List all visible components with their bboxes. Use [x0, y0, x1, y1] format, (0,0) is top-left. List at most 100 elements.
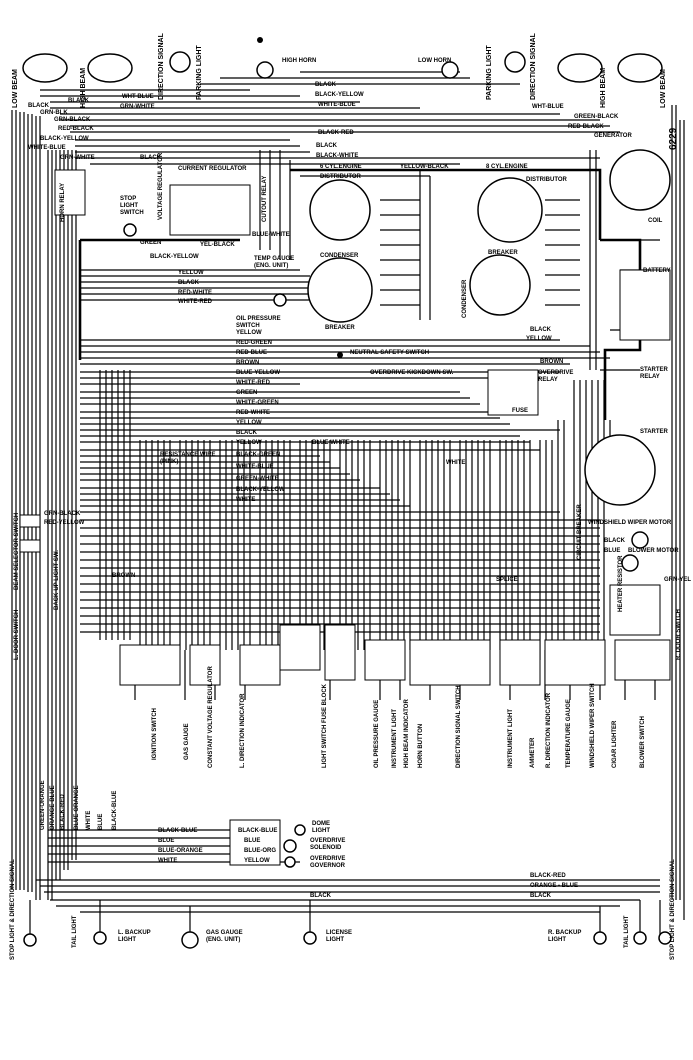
label-neutral-safety-switch: NEUTRAL SAFETY SWITCH — [350, 350, 430, 356]
label-stop-light-left: STOP LIGHT & DIRECTION SIGNAL — [10, 859, 16, 960]
label-direction-signal-right: DIRECTION SIGNAL — [530, 33, 537, 100]
wire-label: WHITE — [446, 460, 466, 466]
label-ignition-switch: IGNITION SWITCH — [152, 708, 158, 760]
wire-label: BLACK-WHITE — [316, 153, 359, 159]
wire-label: GREEN — [140, 240, 162, 246]
wire-label: RED-WHITE — [236, 410, 270, 416]
wire-label: GREEN-ORANGE — [40, 780, 46, 830]
label-dome-light: DOME LIGHT — [312, 821, 330, 834]
wire-label: GRN-BLK — [40, 110, 68, 116]
wire-label: GREEN-WHITE — [236, 476, 279, 482]
label-r-door-switch: R. DOOR SWITCH — [676, 609, 682, 660]
wire-label: GRN-WHITE — [120, 104, 155, 110]
wire-label: RED-BLACK — [568, 124, 604, 130]
diagram-code: 6229 — [668, 127, 679, 150]
wire-label: YEL-BLACK — [200, 242, 235, 248]
wire-label: BLACK-YELLOW — [315, 92, 364, 98]
label-overdrive-governor: OVERDRIVE GOVERNOR — [310, 856, 346, 869]
wire-label: BLUE — [98, 813, 104, 830]
wire-label: BLACK — [178, 280, 199, 286]
label-blower-motor: BLOWER MOTOR — [628, 548, 679, 554]
wire-label: BLACK — [315, 82, 336, 88]
wire-label: BLACK — [236, 430, 257, 436]
label-l-direction-indicator: L. DIRECTION INDICATOR — [240, 693, 246, 768]
wire-label: WHITE-BLUE — [28, 145, 66, 151]
wire-label: WHT-BLUE — [122, 94, 154, 100]
label-tail-light-left: TAIL LIGHT — [72, 915, 78, 948]
wire-label: ORANGE-BLUE — [50, 785, 56, 830]
label-low-beam-right: LOW BEAM — [660, 69, 667, 108]
wire-label: GRN-WHITE — [60, 155, 95, 161]
label-oil-pressure-gauge: OIL PRESSURE GAUGE — [374, 699, 380, 768]
wire-label: YELLOW — [244, 858, 270, 864]
wire-label: BLACK-YELLOW — [150, 254, 199, 260]
wire-label: BLACK-YELLOW — [40, 136, 89, 142]
label-fuse: FUSE — [512, 408, 529, 414]
wire-label: YELLOW — [236, 420, 262, 426]
wire-label: BLACK — [316, 143, 337, 149]
label-horn-button: HORN BUTTON — [418, 723, 424, 768]
label-oil-pressure-switch: OIL PRESSURE SWITCH — [236, 316, 281, 329]
label-condenser-6: CONDENSER — [320, 253, 359, 259]
label-condenser-8: CONDENSER — [462, 279, 468, 318]
label-high-horn: HIGH HORN — [282, 58, 317, 64]
label-starter-relay: STARTER RELAY — [640, 367, 668, 380]
wire-label: BROWN — [112, 573, 136, 579]
wire-label: BLACK — [530, 327, 551, 333]
label-battery: BATTERY — [643, 268, 671, 274]
wire-label: GRN-BLACK — [54, 117, 91, 123]
label-blower-switch: BLOWER SWITCH — [640, 716, 646, 768]
wire-label: BLACK-YELLOW — [236, 487, 285, 493]
label-overdrive-solenoid: OVERDRIVE SOLENOID — [310, 838, 346, 851]
label-direction-signal-switch: DIRECTION SIGNAL SWITCH — [456, 685, 462, 768]
label-ammeter: AMMETER — [530, 737, 536, 768]
label-light-switch-fuse-block: LIGHT SWITCH FUSE BLOCK — [322, 684, 328, 768]
label-overdrive-relay: OVERDRIVE RELAY — [538, 370, 574, 383]
label-8-cyl-engine: 8 CYL.ENGINE — [486, 164, 528, 170]
label-distributor-6: DISTRIBUTOR — [320, 174, 361, 180]
wire-label: BLUE-YELLOW — [236, 370, 280, 376]
label-r-direction-indicator: R. DIRECTION INDICATOR — [546, 692, 552, 768]
label-current-regulator: CURRENT REGULATOR — [178, 166, 247, 172]
wire-label: GRN-BLACK — [44, 511, 81, 517]
label-beam-selector-switch: BEAM SELECTOR SWITCH — [14, 512, 20, 590]
label-cv-regulator: CONSTANT VOLTAGE REGULATOR — [208, 666, 214, 768]
wire-label: BLACK — [140, 155, 161, 161]
wire-label: RED-GREEN — [236, 340, 273, 346]
label-generator: GENERATOR — [594, 133, 632, 139]
wire-label: BLACK-GREEN — [236, 452, 281, 458]
label-direction-signal-left: DIRECTION SIGNAL — [158, 33, 165, 100]
label-instrument-light-1: INSTRUMENT LIGHT — [392, 709, 398, 768]
wire-label: GREEN — [236, 390, 258, 396]
label-l-door-switch: L. DOOR SWITCH — [14, 609, 20, 660]
wire-label: RED-BLUE — [236, 350, 267, 356]
label-stop-light-switch: STOP LIGHT SWITCH — [120, 196, 144, 216]
wire-label: YELLOW — [178, 270, 204, 276]
wire-label: YELLOW — [236, 330, 262, 336]
wire-label: BLUE-WHITE — [312, 440, 350, 446]
wire-label: WHITE-RED — [236, 380, 270, 386]
label-parking-light-right: PARKING LIGHT — [486, 45, 493, 100]
label-heater-resistor: HEATER RESISTOR — [618, 555, 624, 612]
label-horn-relay: HORN RELAY — [60, 182, 66, 222]
wire-label: BLUE — [244, 838, 261, 844]
wire-label: RED-YELLOW — [44, 520, 85, 526]
label-high-beam-right: HIGH BEAM — [600, 67, 607, 108]
wire-label: RED-BLACK — [58, 126, 94, 132]
label-instrument-light-2: INSTRUMENT LIGHT — [508, 709, 514, 768]
label-windshield-wiper-motor: WINDSHIELD WIPER MOTOR — [588, 520, 672, 526]
label-coil: COIL — [648, 218, 663, 224]
label-high-beam-indicator: HIGH BEAM INDICATOR — [404, 699, 410, 768]
wire-label: YELLOW — [236, 440, 262, 446]
wire-label: BLACK-RED — [530, 873, 566, 879]
label-low-beam-left: LOW BEAM — [12, 69, 19, 108]
label-6-cyl-engine: 6 CYL.ENGINE — [320, 164, 362, 170]
label-distributor-8: DISTRIBUTOR — [526, 177, 567, 183]
label-gas-gauge-eng: GAS GAUGE (ENG. UNIT) — [206, 930, 243, 943]
wire-label: WHITE-RED — [178, 299, 212, 305]
label-breaker-6: BREAKER — [325, 325, 355, 331]
label-starter: STARTER — [640, 429, 668, 435]
wire-label: ORANGE - BLUE — [530, 883, 578, 889]
